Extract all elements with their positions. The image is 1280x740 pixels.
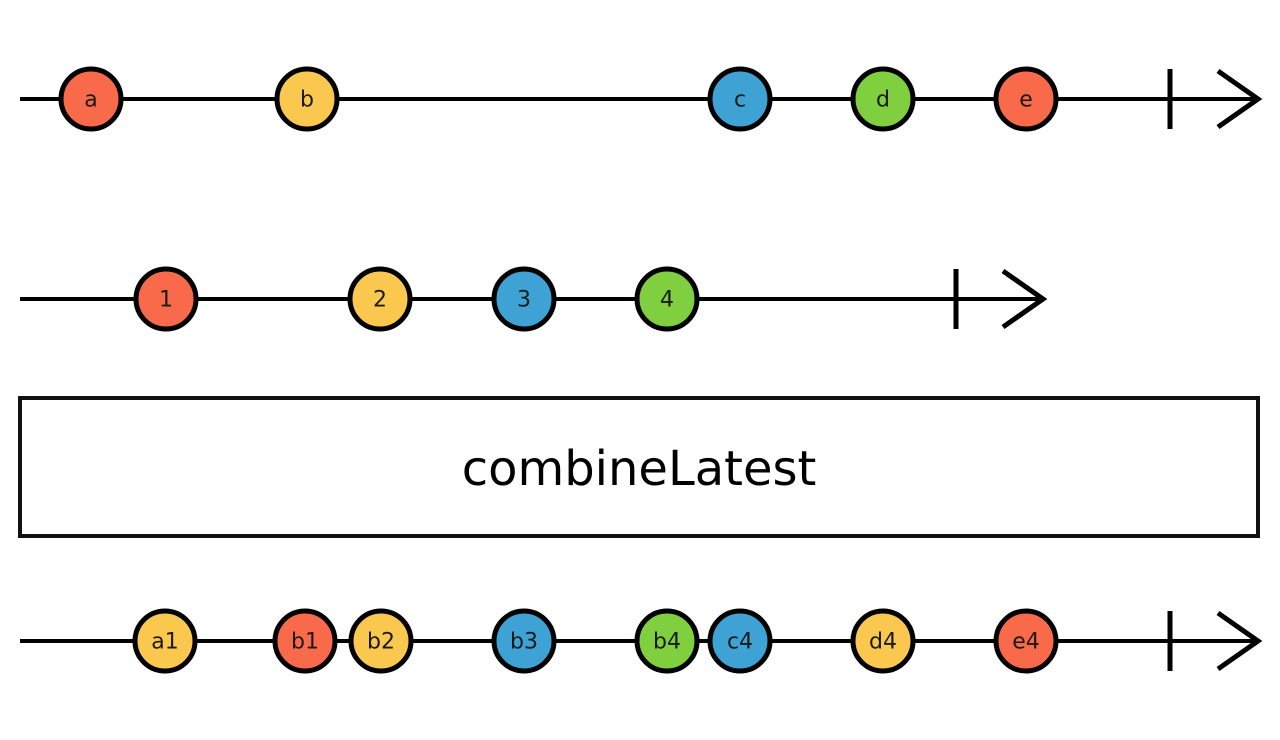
- marble-output-a1[interactable]: a1: [132, 608, 198, 674]
- marble-source-2-1[interactable]: 1: [133, 266, 199, 332]
- marble-circle-b2[interactable]: [348, 608, 414, 674]
- stream-source-2: 1 2 3 4: [20, 266, 1048, 332]
- marble-label-a1: a1: [151, 630, 178, 655]
- operator-box: combineLatest: [18, 396, 1260, 538]
- stream-source-1: a b c d e: [20, 66, 1263, 132]
- marble-source-1-a[interactable]: a: [58, 66, 124, 132]
- arrow-head-source-1: [1216, 68, 1263, 130]
- marble-label-b4: b4: [653, 630, 681, 655]
- marble-label-3: 3: [517, 288, 531, 313]
- marble-circle-d4[interactable]: [850, 608, 916, 674]
- marble-source-2-3[interactable]: 3: [491, 266, 557, 332]
- marble-label-b: b: [300, 88, 314, 113]
- marble-label-c: c: [734, 88, 746, 113]
- marble-output-c4[interactable]: c4: [707, 608, 773, 674]
- marble-label-d4: d4: [869, 630, 897, 655]
- marble-source-2-4[interactable]: 4: [634, 266, 700, 332]
- stream-output: a1 b1 b2 b3 b4 c4 d4 e4: [20, 608, 1263, 674]
- marble-output-e4[interactable]: e4: [993, 608, 1059, 674]
- marble-circle-c4[interactable]: [707, 608, 773, 674]
- marble-circle-a[interactable]: [58, 66, 124, 132]
- operator-box-rect: [18, 396, 1260, 538]
- marble-circle-3[interactable]: [491, 266, 557, 332]
- arrow-head-output: [1216, 610, 1263, 672]
- marble-source-1-b[interactable]: b: [274, 66, 340, 132]
- marble-circle-4[interactable]: [634, 266, 700, 332]
- marble-circle-b3[interactable]: [491, 608, 557, 674]
- marble-circle-b4[interactable]: [634, 608, 700, 674]
- marble-source-1-e[interactable]: e: [993, 66, 1059, 132]
- marble-label-d: d: [876, 88, 890, 113]
- marble-output-b2[interactable]: b2: [348, 608, 414, 674]
- marble-label-b3: b3: [510, 630, 538, 655]
- marble-circle-e4[interactable]: [993, 608, 1059, 674]
- marble-source-1-c[interactable]: c: [707, 66, 773, 132]
- marble-circle-d[interactable]: [850, 66, 916, 132]
- marble-output-b1[interactable]: b1: [272, 608, 338, 674]
- marble-circle-c[interactable]: [707, 66, 773, 132]
- marble-circle-a1[interactable]: [132, 608, 198, 674]
- marble-output-b4[interactable]: b4: [634, 608, 700, 674]
- marble-label-e4: e4: [1012, 630, 1040, 655]
- marble-source-1-d[interactable]: d: [850, 66, 916, 132]
- marble-label-e: e: [1019, 88, 1033, 113]
- marble-output-b3[interactable]: b3: [491, 608, 557, 674]
- marble-circle-2[interactable]: [347, 266, 413, 332]
- marble-label-c4: c4: [727, 630, 753, 655]
- marble-label-4: 4: [660, 288, 674, 313]
- marble-source-2-2[interactable]: 2: [347, 266, 413, 332]
- marble-output-d4[interactable]: d4: [850, 608, 916, 674]
- marble-label-1: 1: [159, 288, 173, 313]
- marble-circle-1[interactable]: [133, 266, 199, 332]
- marble-circle-e[interactable]: [993, 66, 1059, 132]
- arrow-head-source-2: [1001, 268, 1048, 330]
- marble-circle-b1[interactable]: [272, 608, 338, 674]
- marble-label-a: a: [84, 88, 97, 113]
- marble-label-b2: b2: [367, 630, 395, 655]
- marble-label-b1: b1: [291, 630, 319, 655]
- marble-circle-b[interactable]: [274, 66, 340, 132]
- marble-label-2: 2: [373, 288, 387, 313]
- operator-box-label: combineLatest: [462, 441, 817, 497]
